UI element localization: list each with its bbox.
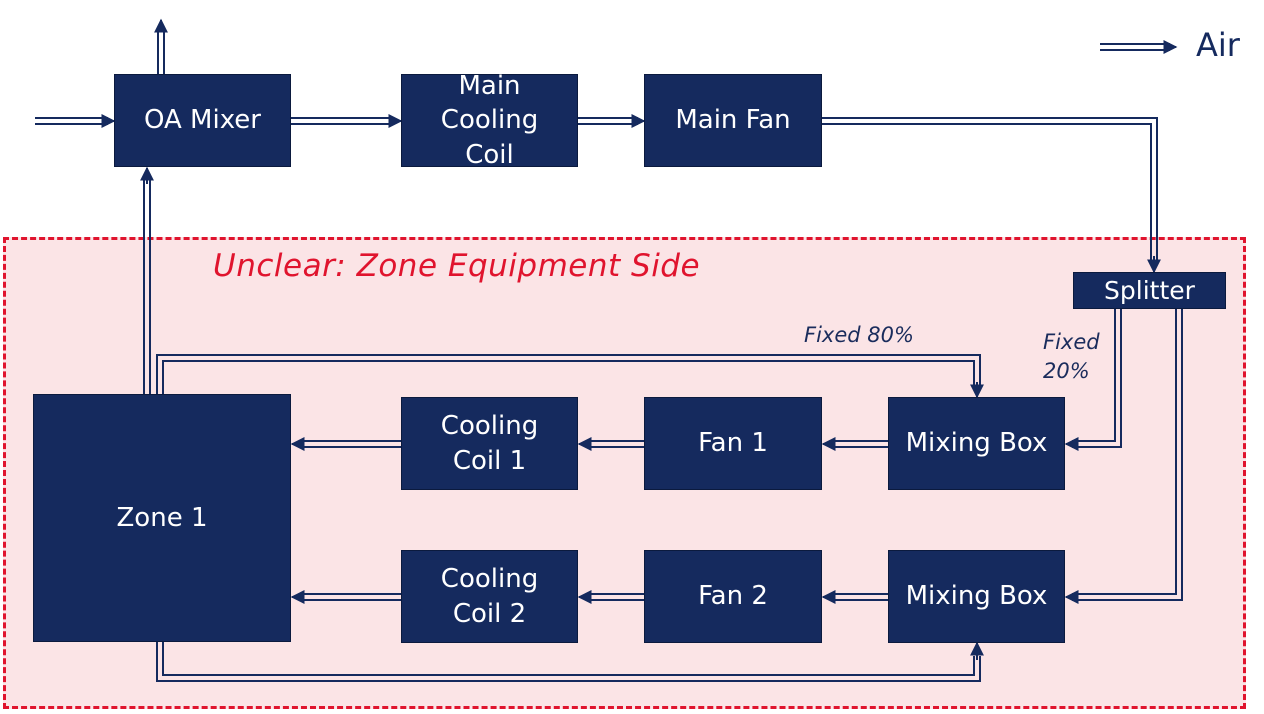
arrow-cooling-coil-2-to-zone-1	[299, 593, 401, 601]
arrow-fan-2-to-cooling-coil-2	[586, 593, 644, 601]
arrow-main-coil-to-main-fan	[578, 117, 638, 125]
main-fan-box[interactable]: Main Fan	[644, 74, 822, 167]
mixing-box-1[interactable]: Mixing Box	[888, 397, 1065, 490]
arrow-splitter-to-mixing-box-2	[1072, 308, 1183, 601]
arrow-cooling-coil-1-to-zone-1	[299, 440, 401, 448]
arrow-mixing-box-1-to-fan-1	[830, 440, 888, 448]
cooling-coil-1-box[interactable]: Cooling Coil 1	[401, 397, 578, 490]
arrow-inlet-to-oa-mixer	[35, 117, 108, 125]
oa-mixer-box[interactable]: OA Mixer	[114, 74, 291, 167]
main-cooling-coil-box[interactable]: Main Cooling Coil	[401, 71, 578, 170]
region-label: Unclear: Zone Equipment Side	[213, 248, 701, 284]
arrow-zone1-return-to-oa-mixer	[143, 178, 151, 394]
fixed-80-label: Fixed 80%	[804, 323, 914, 347]
arrow-zone1-recirc-to-mixing-box-2	[156, 642, 981, 682]
arrow-mixing-box-2-to-fan-2	[830, 593, 888, 601]
arrow-oa-mixer-to-main-cooling-coil	[291, 117, 394, 125]
mixing-box-2[interactable]: Mixing Box	[888, 550, 1065, 643]
cooling-coil-2-box[interactable]: Cooling Coil 2	[401, 550, 578, 643]
zone-1-box[interactable]: Zone 1	[33, 394, 291, 642]
legend-label: Air	[1196, 26, 1240, 64]
splitter-box[interactable]: Splitter	[1073, 272, 1226, 309]
arrow-splitter-to-mixing-box-1	[1072, 308, 1122, 448]
arrow-zone1-recirc-to-mixing-box-1	[156, 354, 981, 394]
arrow-main-fan-to-splitter	[822, 117, 1158, 260]
fan-2-box[interactable]: Fan 2	[644, 550, 822, 643]
arrow-fan-1-to-cooling-coil-1	[586, 440, 644, 448]
legend-arrow	[1100, 43, 1170, 51]
fan-1-box[interactable]: Fan 1	[644, 397, 822, 490]
fixed-20-label: Fixed 20%	[1043, 330, 1100, 384]
arrow-oa-mixer-exhaust	[157, 28, 165, 74]
